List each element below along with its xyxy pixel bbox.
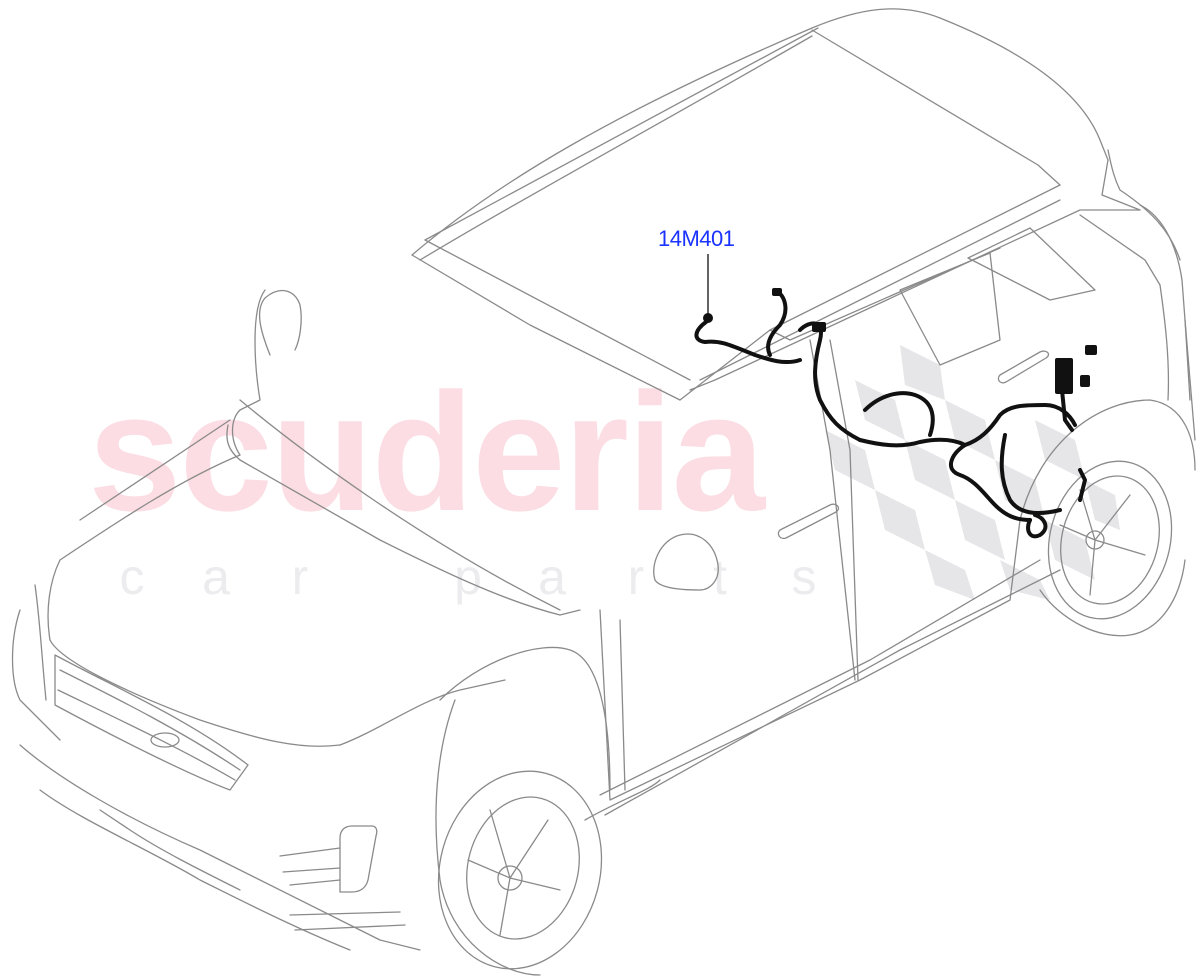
checkered-flag-icon xyxy=(825,345,1120,600)
callout-leader xyxy=(703,254,713,323)
callout-14M401[interactable]: 14M401 xyxy=(658,226,735,251)
watermark-scuderia: scuderia xyxy=(88,358,765,546)
harness-connectors xyxy=(772,288,1097,394)
